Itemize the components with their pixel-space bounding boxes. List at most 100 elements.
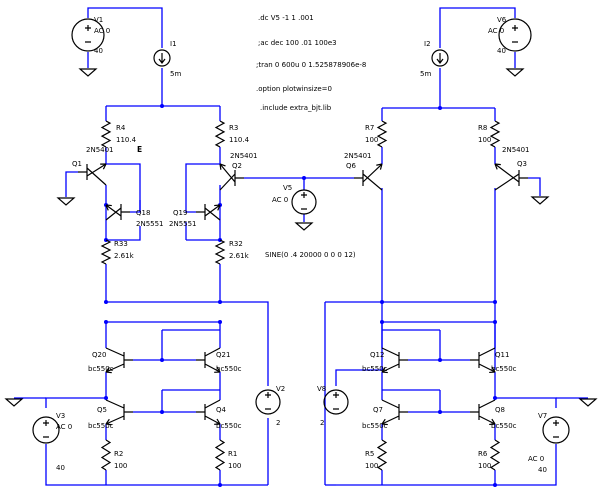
wire-segment [106, 301, 269, 386]
q3-model: 2N5401 [502, 146, 530, 154]
q1-model: 2N5401 [86, 146, 114, 154]
q3-transistor [494, 163, 528, 191]
q6-transistor [354, 163, 383, 191]
i2-value: 5m [420, 70, 431, 78]
junction-dot [218, 300, 222, 304]
r5-value: 100 [365, 462, 378, 470]
wire-segment [65, 171, 78, 197]
r5-resistor [376, 439, 388, 471]
v6-value: 40 [497, 47, 506, 55]
wire-segment [106, 163, 141, 213]
sine-spec-label: SINE(0 .4 20000 0 0 0 12) [265, 251, 356, 259]
wire-segment [106, 226, 141, 241]
q8-name: Q8 [495, 406, 505, 414]
q21-model: bc550c [216, 365, 242, 373]
r7-resistor [376, 120, 388, 148]
r2-name: R2 [114, 450, 123, 458]
directive-include: .include extra_bjt.lib [260, 104, 332, 112]
v5-ac: AC 0 [272, 196, 288, 204]
directive-tran: ;tran 0 600u 0 1.525878906e-8 [256, 61, 366, 69]
v3-source [32, 416, 60, 444]
r8-name: R8 [478, 124, 487, 132]
q19-model: 2N5551 [169, 220, 197, 228]
q8-model: bc550c [491, 422, 517, 430]
v2-source [255, 389, 281, 415]
q21-transistor [196, 347, 221, 373]
r3-resistor [214, 120, 226, 148]
q1-name: Q1 [72, 160, 82, 168]
ground-symbol [505, 68, 525, 77]
q18-name: Q18 [136, 209, 150, 217]
v7-ac: AC 0 [528, 455, 544, 463]
r2-resistor [100, 439, 112, 471]
junction-dot [438, 358, 442, 362]
i1-value: 5m [170, 70, 181, 78]
q4-name: Q4 [216, 406, 227, 414]
q8-transistor [470, 399, 496, 426]
ground-symbol [530, 196, 550, 205]
v1-ac: AC 0 [94, 27, 110, 35]
r33-resistor [100, 239, 112, 265]
junction-dot [493, 483, 497, 487]
ground-symbol [56, 197, 76, 206]
junction-dot [302, 176, 306, 180]
q12-name: Q12 [370, 351, 384, 359]
q12-transistor [381, 347, 408, 374]
r3-name: R3 [229, 124, 238, 132]
r32-resistor [214, 239, 226, 265]
directive-ac: ;ac dec 100 .01 100e3 [258, 39, 337, 47]
v1-value: 40 [94, 47, 103, 55]
v7-source [542, 416, 570, 444]
junction-dot [218, 320, 222, 324]
q5-model: bc550c [88, 422, 114, 430]
v8-source [323, 389, 349, 415]
v5-name: V5 [283, 184, 292, 192]
v7-name: V7 [538, 412, 547, 420]
i1-name: I1 [170, 40, 177, 48]
i2-name: I2 [424, 40, 431, 48]
r6-resistor [489, 439, 501, 471]
v5-source [291, 189, 317, 215]
v6-ac: AC 0 [488, 27, 504, 35]
wire-segment [439, 7, 516, 48]
wire-segment [185, 163, 220, 213]
q7-model: bc550c [362, 422, 388, 430]
ground-symbol [294, 222, 314, 231]
wire-segment [335, 369, 382, 386]
ground-symbol [4, 398, 24, 407]
q4-transistor [196, 399, 221, 425]
q7-name: Q7 [373, 406, 383, 414]
q2-name: Q2 [232, 162, 242, 170]
q19-transistor [196, 204, 221, 221]
junction-dot [380, 320, 384, 324]
q18-transistor [105, 204, 130, 221]
r7-name: R7 [365, 124, 374, 132]
r2-value: 100 [114, 462, 127, 470]
v8-name: V8 [317, 385, 326, 393]
wire-segment [87, 7, 163, 48]
r6-value: 100 [478, 462, 491, 470]
r8-resistor [489, 120, 501, 148]
junction-dot [380, 300, 384, 304]
q11-name: Q11 [495, 351, 509, 359]
labels: .dc V5 -1 1 .001 ;ac dec 100 .01 100e3 ;… [56, 14, 547, 474]
q12-model: bc550c [362, 365, 388, 373]
v1-name: V1 [94, 16, 103, 24]
q11-transistor [470, 347, 496, 374]
r33-name: R33 [114, 240, 128, 248]
r5-name: R5 [365, 450, 374, 458]
r32-name: R32 [229, 240, 243, 248]
q20-model: bc550c [88, 365, 114, 373]
q7-transistor [381, 399, 408, 426]
junction-dot [493, 396, 497, 400]
wires [14, 7, 588, 487]
r1-value: 100 [228, 462, 241, 470]
v1-source [71, 18, 105, 52]
junction-dot [160, 358, 164, 362]
v3-name: V3 [56, 412, 65, 420]
v8-value: 2 [320, 419, 324, 427]
junction-dot [104, 320, 108, 324]
r4-resistor [100, 120, 112, 148]
net-label-e: E [137, 145, 142, 154]
